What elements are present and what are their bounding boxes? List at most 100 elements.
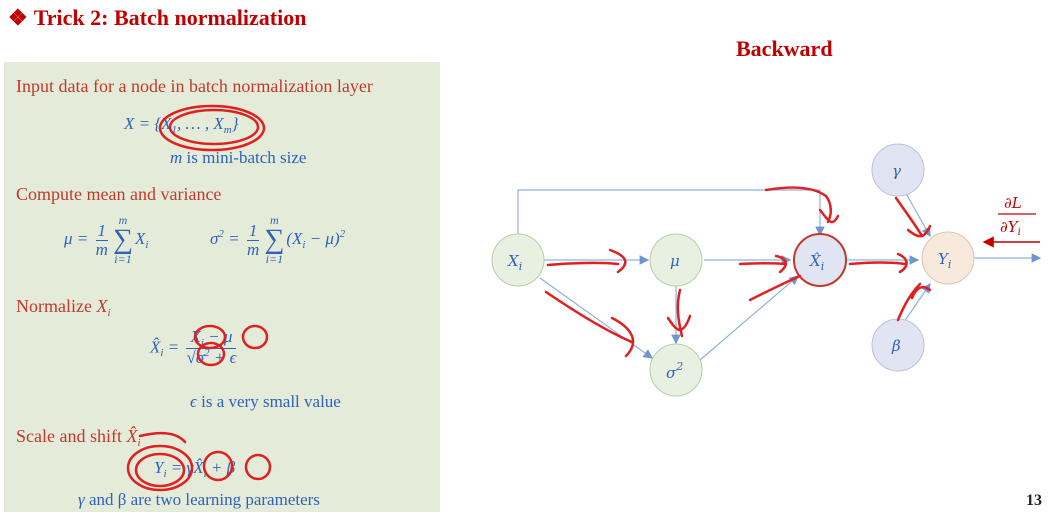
normalize-formula: X̂i = Xi − μ√σ2 + ϵ <box>150 328 239 369</box>
edge-sigma2-xhat <box>699 275 799 361</box>
formula-part: + β <box>206 458 236 477</box>
formula-part: = <box>163 337 180 357</box>
formula-part: } <box>231 114 239 133</box>
node-beta-label: β <box>891 337 901 355</box>
fraction: Xi − μ√σ2 + ϵ <box>186 328 237 369</box>
ink-stroke <box>818 208 840 224</box>
edge-xi-xhat <box>517 189 825 238</box>
note-var: γ <box>78 490 85 509</box>
ink-stroke <box>610 316 635 358</box>
note-text: is a very small value <box>196 392 341 411</box>
ink-stroke <box>138 431 187 444</box>
slide-title: ❖Trick 2: Batch normalization <box>8 5 306 31</box>
note-text: is mini-batch size <box>182 148 307 167</box>
formula-sub: i <box>145 238 149 251</box>
formula-panel: Input data for a node in batch normaliza… <box>4 62 440 512</box>
note-var: ϵ <box>190 392 197 411</box>
formula-part: X̂ <box>150 337 161 357</box>
node-gamma-label: γ <box>892 162 901 180</box>
gradient-numerator: ∂L <box>1004 194 1022 212</box>
sum-symbol: m∑i=1 <box>264 214 284 266</box>
diagram-title: Backward <box>736 36 833 61</box>
sigma-glyph: ∑ <box>113 224 133 255</box>
formula-sub: i <box>163 468 167 480</box>
node-xhat <box>793 233 847 287</box>
ink-circle <box>193 324 227 350</box>
edge-xi-sigma2 <box>539 277 653 359</box>
formula-sup: 2 <box>204 347 210 359</box>
frac-num: 1 <box>246 220 260 241</box>
note-text: and β are two learning parameters <box>84 490 320 509</box>
ink-stroke <box>894 196 924 238</box>
ink-annotations-graph <box>544 186 932 358</box>
formula-sup: 2 <box>339 227 346 240</box>
formula-sub: i <box>302 238 306 251</box>
node-yi <box>921 231 975 285</box>
ink-stroke <box>608 248 627 274</box>
ink-circle <box>196 341 226 367</box>
section-input-title: Input data for a node in batch normaliza… <box>16 76 373 96</box>
sum-bot: i=1 <box>114 252 132 266</box>
formula-part: μ = <box>64 228 89 248</box>
formula-sub: 1 <box>171 124 178 136</box>
node-yi-label: Yi <box>938 250 951 271</box>
node-xi-label: Xi <box>507 252 522 273</box>
node-sigma2 <box>649 343 703 397</box>
formula-part: = γX̂ <box>166 458 204 477</box>
ink-stroke <box>666 314 692 331</box>
formula-part: σ <box>210 228 219 248</box>
section-text: Scale and shift <box>16 426 122 446</box>
edge-gamma-yi <box>903 189 931 238</box>
ink-circle <box>202 450 234 482</box>
ink-circle <box>241 324 269 350</box>
learning-params-note: γ and β are two learning parameters <box>78 490 320 510</box>
frac-den: √σ2 + ϵ <box>186 347 236 369</box>
formula-part: X <box>134 228 146 248</box>
node-xi <box>491 233 545 287</box>
ink-circle <box>158 104 266 152</box>
ink-stroke <box>676 288 684 338</box>
edge-beta-yi <box>903 283 931 323</box>
sum-symbol: m∑i=1 <box>113 214 133 266</box>
formula-sup: 2 <box>218 227 224 240</box>
diamond-bullet-icon: ❖ <box>8 5 28 30</box>
ink-stroke <box>738 262 788 266</box>
ink-stroke <box>544 290 634 344</box>
formula-part: Y <box>154 458 164 477</box>
sum-bot: i=1 <box>265 252 284 266</box>
slide-title-text: Trick 2: Batch normalization <box>33 5 307 30</box>
node-mu-label: μ <box>670 252 680 270</box>
ink-stroke <box>848 261 908 266</box>
node-xhat-label: X̂i <box>809 252 824 273</box>
sum-top: m <box>118 213 128 227</box>
input-set-formula: X = {X1, … , Xm} <box>124 114 239 136</box>
formula-part: √σ <box>186 348 205 367</box>
frac-den: m <box>95 239 108 259</box>
formula-sub: i <box>160 347 164 360</box>
section-sub: i <box>107 307 111 319</box>
ink-stroke <box>764 186 832 224</box>
formula-sub: m <box>223 124 232 136</box>
formula-part: , … , X <box>177 114 224 133</box>
frac-den: m <box>246 239 260 259</box>
ink-stroke <box>748 274 802 302</box>
ink-circle <box>126 444 194 492</box>
ink-circle <box>244 453 272 481</box>
frac-num: 1 <box>95 220 109 241</box>
node-gamma <box>871 143 925 197</box>
ink-circle <box>134 452 186 488</box>
batch-size-note: m is mini-batch size <box>170 148 306 168</box>
section-var: X̂ <box>126 426 138 446</box>
gradient-denominator: ∂Yi <box>1000 218 1021 238</box>
node-mu <box>649 233 703 287</box>
section-var: X <box>96 296 108 316</box>
sigma-glyph: ∑ <box>264 224 285 255</box>
section-mean-title: Compute mean and variance <box>16 184 222 204</box>
section-text: Normalize <box>16 296 92 316</box>
